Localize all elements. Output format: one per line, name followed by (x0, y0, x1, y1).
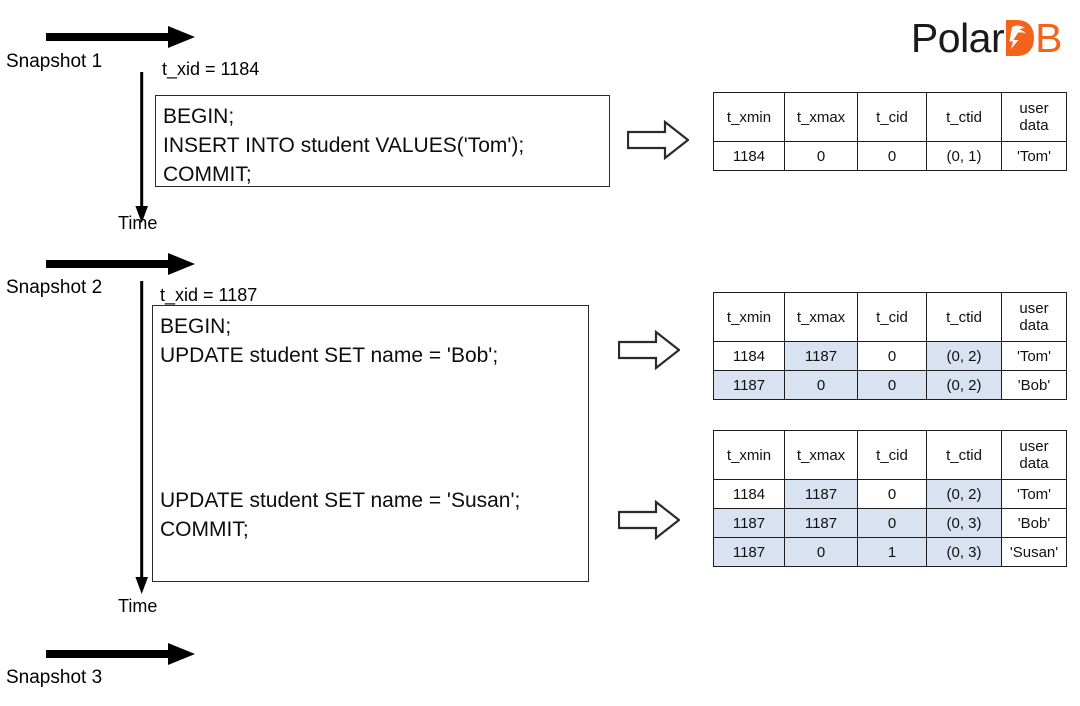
sql-line: BEGIN; (163, 105, 235, 128)
column-header-t_xmin: t_xmin (713, 292, 785, 342)
column-header-t_ctid: t_ctid (926, 92, 1002, 142)
column-header-t_ctid: t_ctid (926, 292, 1002, 342)
sql-gap (160, 370, 580, 486)
column-header-t_xmax: t_xmax (784, 292, 858, 342)
cell-t_cid: 0 (857, 141, 927, 171)
snapshot-1-arrow-icon (46, 26, 195, 48)
sql-line: UPDATE student SET name = 'Susan'; (160, 489, 521, 512)
cell-user-data: 'Bob' (1001, 370, 1067, 400)
time-label-2: Time (118, 596, 158, 616)
column-header-t_cid: t_cid (857, 430, 927, 480)
cell-t_xmax: 0 (784, 370, 858, 400)
snapshot-3-arrow-icon (46, 643, 195, 665)
snapshot-1-label: Snapshot 1 (6, 51, 103, 72)
block-arrow-right-icon-2 (618, 330, 680, 370)
time-arrow-2-icon (135, 281, 148, 594)
logo-text-polar: Polar (910, 14, 1005, 61)
snapshot-3-label: Snapshot 3 (6, 667, 103, 688)
cell-t_cid: 0 (857, 341, 927, 371)
column-header-line: user (1019, 100, 1049, 117)
cell-user-data: 'Tom' (1001, 479, 1067, 509)
cell-t_xmax: 1187 (784, 341, 858, 371)
cell-t_ctid: (0, 2) (926, 479, 1002, 509)
cell-t_xmax: 0 (784, 537, 858, 567)
column-header-t_cid: t_cid (857, 92, 927, 142)
sql-line: BEGIN; (160, 315, 232, 338)
cell-t_xmin: 1184 (713, 479, 785, 509)
column-header-t_cid: t_cid (857, 292, 927, 342)
column-header-t_xmax: t_xmax (784, 430, 858, 480)
sql-block-2: BEGIN; UPDATE student SET name = 'Bob'; … (152, 305, 589, 582)
cell-t_xmin: 1187 (713, 537, 785, 567)
block-arrow-right-icon-3 (618, 500, 680, 540)
cell-t_xmin: 1187 (713, 508, 785, 538)
cell-t_xmin: 1184 (713, 341, 785, 371)
dolphin-icon (1006, 20, 1035, 56)
cell-t_ctid: (0, 3) (926, 508, 1002, 538)
cell-t_cid: 0 (857, 370, 927, 400)
cell-t_ctid: (0, 2) (926, 341, 1002, 371)
cell-t_ctid: (0, 2) (926, 370, 1002, 400)
snapshot-2-arrow-icon (46, 253, 195, 275)
column-header-t_xmin: t_xmin (713, 92, 785, 142)
txn-2-xid-label: t_xid = 1187 (160, 285, 258, 305)
txn-1-xid-label: t_xid = 1184 (162, 59, 260, 79)
column-header-line: data (1019, 455, 1049, 472)
cell-user-data: 'Tom' (1001, 141, 1067, 171)
cell-t_ctid: (0, 1) (926, 141, 1002, 171)
column-header-line: data (1019, 117, 1049, 134)
column-header-line: user (1019, 300, 1049, 317)
column-header-t_xmin: t_xmin (713, 430, 785, 480)
cell-t_cid: 0 (857, 479, 927, 509)
cell-user-data: 'Tom' (1001, 341, 1067, 371)
sql-block-1: BEGIN; INSERT INTO student VALUES('Tom')… (155, 95, 610, 187)
cell-t_cid: 0 (857, 508, 927, 538)
cell-t_xmax: 1187 (784, 479, 858, 509)
column-header-t_xmax: t_xmax (784, 92, 858, 142)
cell-user-data: 'Susan' (1001, 537, 1067, 567)
cell-t_xmax: 0 (784, 141, 858, 171)
cell-user-data: 'Bob' (1001, 508, 1067, 538)
sql-line: COMMIT; (163, 163, 252, 186)
cell-t_xmin: 1184 (713, 141, 785, 171)
time-arrow-1-icon (135, 72, 148, 223)
polardb-logo: Polar B (910, 14, 1063, 61)
cell-t_xmin: 1187 (713, 370, 785, 400)
sql-line: INSERT INTO student VALUES('Tom'); (163, 134, 525, 157)
column-header-line: user (1019, 438, 1049, 455)
logo-text-b: B (1035, 14, 1062, 61)
logo-letter-d (1004, 16, 1035, 60)
block-arrow-right-icon-1 (627, 120, 689, 160)
cell-t_ctid: (0, 3) (926, 537, 1002, 567)
sql-line: COMMIT; (160, 518, 249, 541)
sql-line: UPDATE student SET name = 'Bob'; (160, 344, 499, 367)
time-label-1: Time (118, 213, 158, 233)
cell-t_cid: 1 (857, 537, 927, 567)
column-header-t_ctid: t_ctid (926, 430, 1002, 480)
column-header-line: data (1019, 317, 1049, 334)
cell-t_xmax: 1187 (784, 508, 858, 538)
snapshot-2-label: Snapshot 2 (6, 277, 103, 298)
